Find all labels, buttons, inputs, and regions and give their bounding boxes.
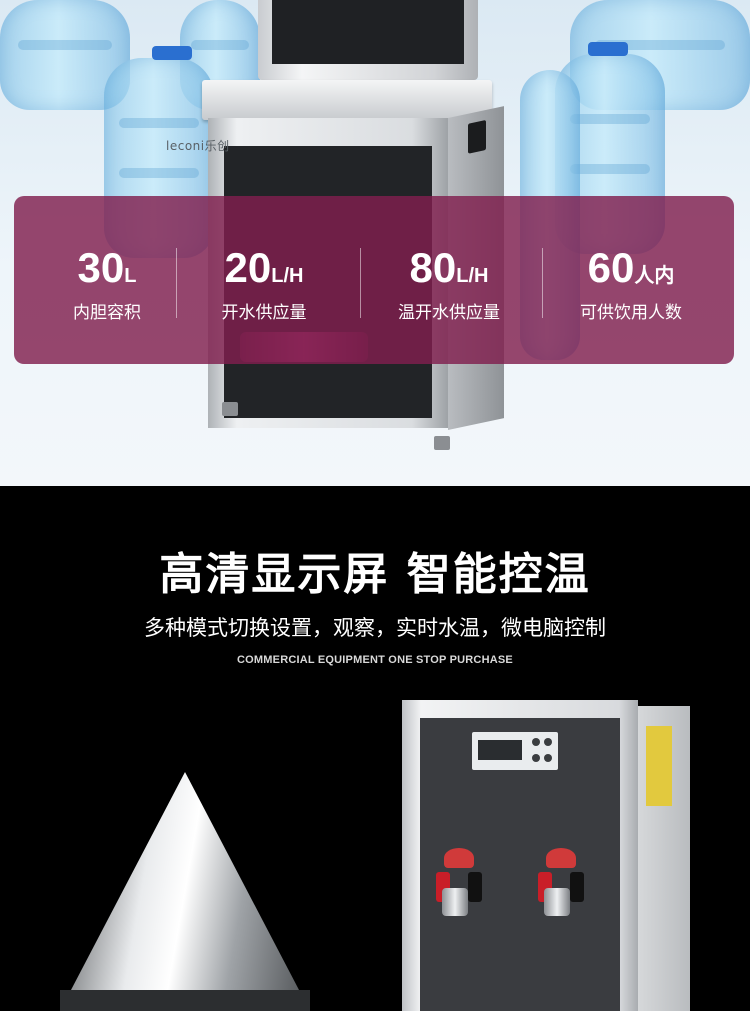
- brand-logo: leconi乐创: [166, 139, 230, 153]
- feature-caption: COMMERCIAL EQUIPMENT ONE STOP PURCHASE: [237, 654, 513, 666]
- stat-boiling-output: 20L/H 开水供应量: [204, 244, 324, 324]
- water-bottle-image: [0, 0, 130, 110]
- digital-display: [472, 732, 558, 770]
- display-button: [532, 754, 540, 762]
- stat-value: 60: [587, 244, 635, 291]
- stat-unit: 人内: [634, 265, 675, 287]
- display-button: [544, 754, 552, 762]
- stat-value: 30: [77, 244, 125, 291]
- divider: [176, 248, 177, 318]
- warning-sticker: [646, 726, 672, 806]
- feature-headline: 高清显示屏 智能控温: [159, 549, 591, 600]
- stat-users: 60人内 可供饮用人数: [566, 244, 696, 324]
- stat-label: 开水供应量: [221, 303, 307, 323]
- bottle-cap: [152, 46, 192, 60]
- steel-prism-image: [60, 772, 310, 1011]
- stat-unit: L: [124, 265, 137, 287]
- stat-value: 80: [409, 244, 457, 291]
- stat-label: 内胆容积: [73, 303, 141, 323]
- bottle-cap: [588, 42, 628, 56]
- water-boiler-image: [402, 700, 690, 1011]
- water-dispenser-image: [202, 0, 532, 460]
- hero-section: leconi乐创 30L 内胆容积 20L/H 开水供应量 80L/H 温开水供…: [0, 0, 750, 486]
- divider: [360, 248, 361, 318]
- stat-value: 20: [224, 244, 272, 291]
- divider: [542, 248, 543, 318]
- stat-label: 温开水供应量: [398, 303, 500, 323]
- display-button: [544, 738, 552, 746]
- prism-shadow: [60, 990, 310, 1011]
- water-tap: [436, 848, 484, 918]
- stat-capacity: 30L 内胆容积: [52, 244, 162, 324]
- stat-unit: L/H: [456, 265, 489, 287]
- display-button: [532, 738, 540, 746]
- stat-warm-output: 80L/H 温开水供应量: [384, 244, 514, 324]
- water-tap: [538, 848, 586, 918]
- display-screen: [478, 740, 522, 760]
- specs-banner: 30L 内胆容积 20L/H 开水供应量 80L/H 温开水供应量 60人内 可…: [14, 196, 734, 364]
- feature-subline: 多种模式切换设置，观察，实时水温，微电脑控制: [144, 616, 606, 640]
- stat-unit: L/H: [271, 265, 304, 287]
- stat-label: 可供饮用人数: [580, 303, 682, 323]
